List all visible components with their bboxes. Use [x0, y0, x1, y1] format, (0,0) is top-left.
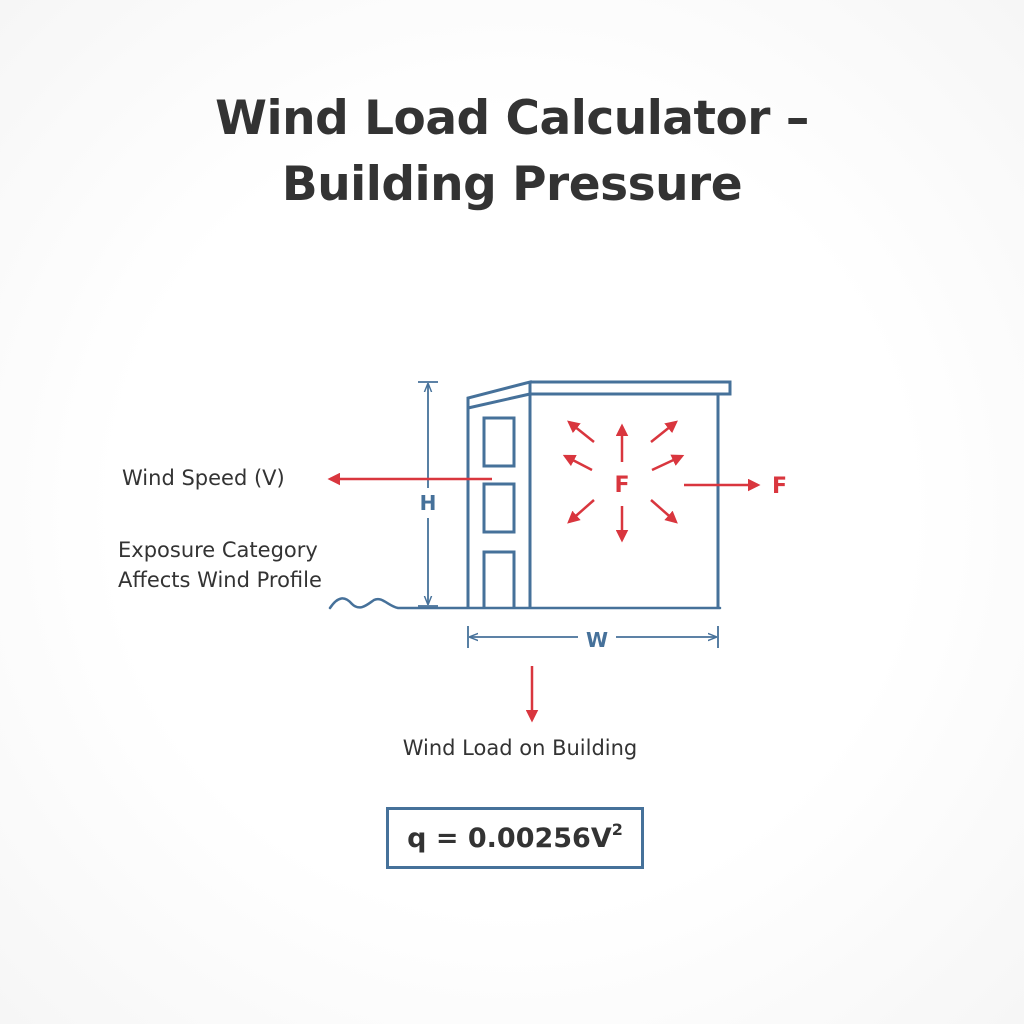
formula-base: q = 0.00256V: [407, 823, 612, 854]
formula-exponent: 2: [611, 820, 623, 839]
force-center-label: F: [614, 473, 629, 498]
height-label: H: [420, 491, 437, 515]
formula-text: q = 0.00256V2: [407, 820, 623, 854]
page-title: Wind Load Calculator – Building Pressure: [0, 86, 1024, 218]
height-dimension: [418, 381, 438, 607]
wind-speed-label: Wind Speed (V): [122, 466, 285, 490]
force-right-label: F: [772, 474, 787, 499]
window-icon: [482, 416, 516, 468]
radial-arrows-icon: [562, 420, 685, 543]
wind-load-label: Wind Load on Building: [403, 736, 638, 760]
door-icon: [482, 550, 516, 608]
width-label: W: [586, 628, 608, 652]
window-icon: [482, 482, 516, 534]
exposure-label-line-2: Affects Wind Profile: [118, 568, 322, 592]
title-line-2: Building Pressure: [281, 157, 743, 212]
title-line-1: Wind Load Calculator –: [215, 91, 809, 146]
formula-box: q = 0.00256V2: [386, 807, 644, 869]
exposure-label-line-1: Exposure Category: [118, 538, 318, 562]
width-dimension: [467, 626, 719, 648]
building-outline-icon: [466, 380, 732, 608]
ground-icon: [328, 597, 722, 610]
